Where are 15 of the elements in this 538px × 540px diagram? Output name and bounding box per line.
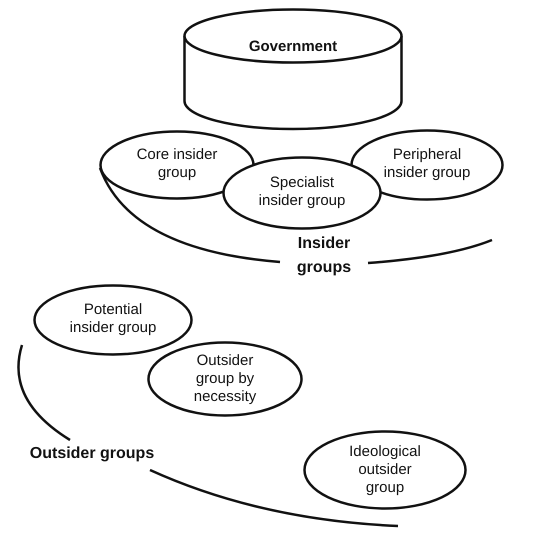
group-ellipse	[350, 129, 504, 201]
node-title: Government	[248, 38, 338, 56]
group-label: Outsider groups	[28, 444, 156, 464]
group-label: Insider groups	[296, 234, 352, 278]
node-label: Specialist insider group	[258, 174, 346, 210]
group-ellipse	[222, 156, 382, 230]
group-ellipse	[33, 284, 193, 356]
cylinder-node	[183, 8, 403, 129]
group-ellipse	[147, 341, 303, 417]
node-label: Ideological outsider group	[348, 443, 422, 497]
group-ellipse	[303, 430, 467, 510]
node-label: Core insider group	[136, 146, 218, 182]
node-label: Outsider group by necessity	[192, 352, 258, 406]
node-label: Potential insider group	[68, 301, 158, 337]
node-label: Peripheral insider group	[382, 146, 472, 182]
